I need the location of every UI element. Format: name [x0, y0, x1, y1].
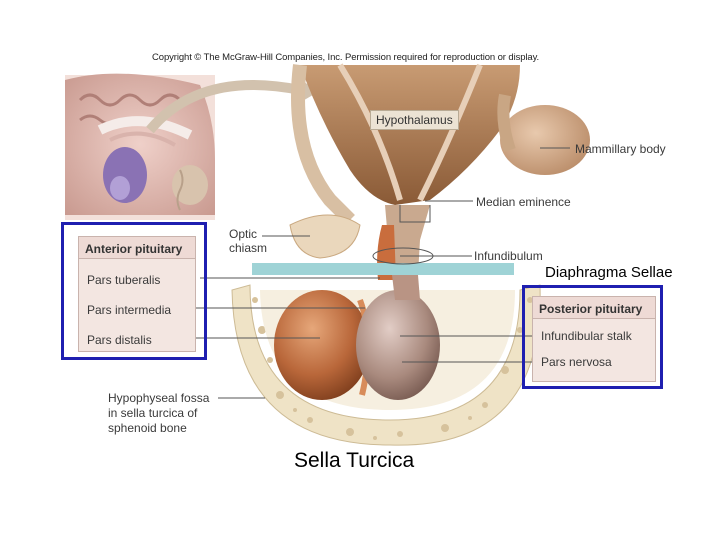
copyright-notice: Copyright © The McGraw-Hill Companies, I…	[152, 52, 540, 63]
anterior-lobe-shape	[274, 290, 370, 400]
zoom-arrow	[146, 80, 301, 134]
posterior-pituitary-panel: Posterior pituitary Infundibular stalk P…	[532, 296, 656, 382]
hypothalamus-label: Hypothalamus	[370, 110, 459, 130]
mammillary-body-shape	[500, 105, 590, 175]
anterior-item-pars-tuberalis: Pars tuberalis	[87, 273, 161, 287]
posterior-pituitary-highlight	[522, 285, 663, 389]
anterior-pituitary-highlight	[61, 222, 207, 360]
median-eminence-label: Median eminence	[476, 195, 571, 209]
posterior-pituitary-title: Posterior pituitary	[533, 297, 655, 319]
anterior-pituitary-panel: Anterior pituitary Pars tuberalis Pars i…	[78, 236, 196, 352]
posterior-lobe-shape	[356, 290, 440, 400]
fossa-label-line2: in sella turcica of	[108, 406, 198, 420]
bone-pores	[252, 297, 533, 440]
infundibulum-label: Infundibulum	[474, 249, 543, 263]
optic-chiasm-label-line1: Optic	[229, 227, 258, 241]
mammillary-body-label: Mammillary body	[575, 142, 666, 156]
diaphragma-sellae-band	[252, 263, 514, 275]
fossa-label-line3: sphenoid bone	[108, 421, 187, 435]
optic-chiasm-label-line2: chiasm	[229, 241, 268, 255]
anterior-pituitary-title: Anterior pituitary	[79, 237, 195, 259]
leader-lines	[165, 119, 570, 399]
posterior-item-infundibular-stalk: Infundibular stalk	[541, 329, 632, 343]
hypothalamus-region	[291, 63, 590, 225]
anterior-item-pars-intermedia: Pars intermedia	[87, 303, 172, 317]
posterior-item-pars-nervosa: Pars nervosa	[541, 355, 612, 369]
anterior-item-pars-distalis: Pars distalis	[87, 333, 152, 347]
fossa-label-line1: Hypophyseal fossa	[108, 391, 210, 405]
optic-chiasm-shape	[289, 214, 361, 259]
diaphragma-sellae-label: Diaphragma Sellae	[545, 264, 673, 281]
sella-turcica-label: Sella Turcica	[294, 449, 415, 472]
